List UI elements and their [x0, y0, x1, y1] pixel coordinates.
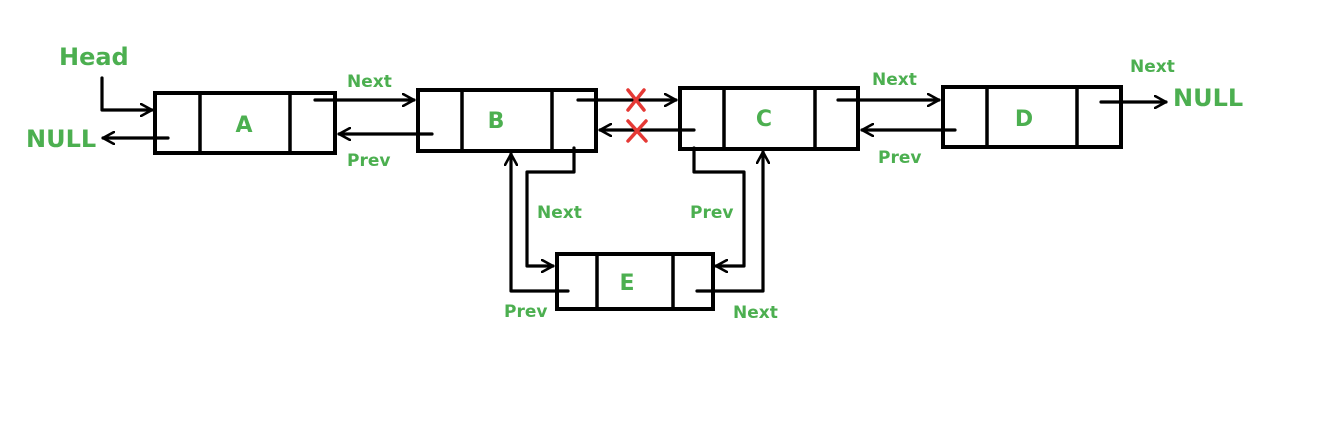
node-d-box: [941, 85, 1123, 149]
node-e-box: [555, 252, 715, 311]
e-c-next-arrow: [695, 150, 763, 293]
node-d: D: [941, 85, 1123, 149]
cross-icon: [626, 119, 648, 143]
null-left-label: NULL: [26, 125, 96, 153]
e-b-prev-label: Prev: [504, 302, 547, 322]
b-e-next-arrow: [525, 146, 576, 266]
e-c-next-label: Next: [733, 303, 778, 323]
node-b: B: [416, 88, 598, 153]
node-e: E: [555, 252, 715, 311]
c-e-prev-arrow: [692, 146, 746, 266]
c-d-prev-label: Prev: [878, 148, 921, 168]
node-a: A: [153, 91, 337, 155]
head-label: Head: [59, 43, 129, 71]
null-right-label: NULL: [1173, 84, 1243, 112]
node-a-box: [153, 91, 337, 155]
node-b-label: B: [488, 109, 505, 134]
node-a-label: A: [235, 113, 252, 138]
a-b-next-label: Next: [347, 72, 392, 92]
c-e-prev-label: Prev: [690, 203, 733, 223]
node-c: C: [678, 86, 860, 151]
a-b-prev-label: Prev: [347, 151, 390, 171]
node-c-label: C: [756, 107, 772, 132]
node-b-box: [416, 88, 598, 153]
cross-icon: [626, 88, 646, 112]
b-e-next-label: Next: [537, 203, 582, 223]
e-b-prev-arrow: [511, 152, 570, 293]
node-c-box: [678, 86, 860, 151]
head-pointer-arrow: [100, 76, 154, 110]
d-next-label: Next: [1130, 57, 1175, 77]
node-d-label: D: [1015, 107, 1033, 132]
node-e-label: E: [619, 271, 634, 296]
c-d-next-label: Next: [872, 70, 917, 90]
